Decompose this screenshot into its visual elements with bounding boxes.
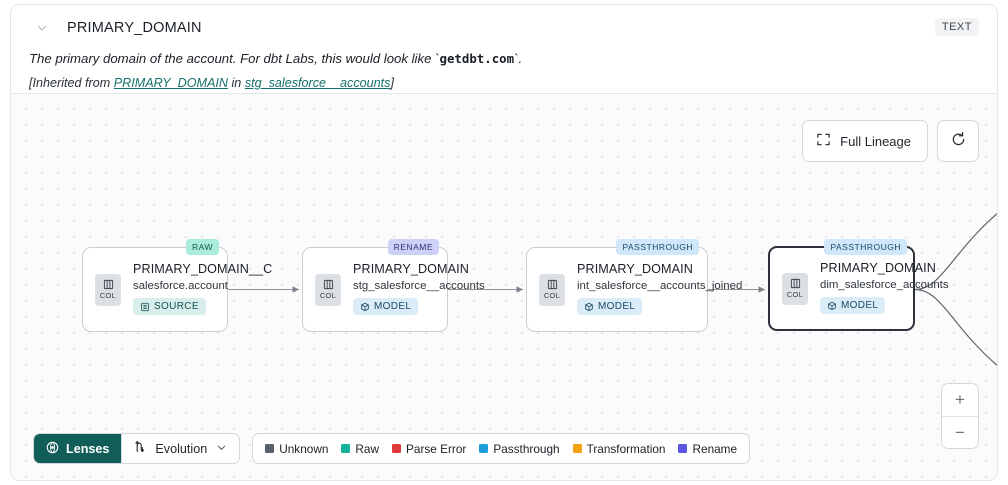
legend-label: Parse Error bbox=[406, 441, 467, 456]
full-lineage-label: Full Lineage bbox=[840, 133, 911, 149]
legend-label: Unknown bbox=[279, 441, 329, 456]
columns-icon bbox=[547, 279, 557, 290]
page-title: PRIMARY_DOMAIN bbox=[67, 20, 202, 36]
node-type-label: MODEL bbox=[374, 301, 412, 313]
legend-label: Raw bbox=[355, 441, 380, 456]
node-type-label: SOURCE bbox=[154, 301, 199, 313]
status-badge: TEXT bbox=[934, 18, 979, 36]
legend-label: Transformation bbox=[586, 441, 666, 456]
node-dataset: dim_salesforce_accounts bbox=[820, 279, 949, 292]
node-kind-badge: PASSTHROUGH bbox=[616, 239, 699, 255]
legend-swatch bbox=[678, 444, 688, 453]
lens-controls: Lenses Evolution bbox=[33, 433, 241, 464]
column-chip: COL bbox=[782, 272, 808, 305]
columns-icon bbox=[323, 279, 333, 290]
lineage-node-selected[interactable]: PASSTHROUGH COL PRIMARY_DOMAIN dim_sales… bbox=[768, 239, 949, 331]
legend-item: Parse Error bbox=[392, 442, 466, 456]
lenses-label: Lenses bbox=[66, 441, 110, 456]
inherited-prefix: [Inherited from bbox=[29, 75, 114, 90]
legend-swatch bbox=[479, 444, 489, 453]
column-chip: COL bbox=[95, 273, 121, 306]
divider bbox=[121, 434, 123, 463]
evolution-dropdown[interactable]: Evolution bbox=[122, 434, 239, 463]
model-cube-icon bbox=[828, 301, 836, 310]
legend-swatch bbox=[265, 444, 275, 453]
evolution-icon bbox=[134, 440, 148, 457]
node-dataset: salesforce.account bbox=[133, 280, 228, 293]
inherited-from-note: [Inherited from PRIMARY_DOMAIN in stg_sa… bbox=[29, 76, 979, 90]
legend-item: Rename bbox=[678, 442, 737, 456]
legend-item: Raw bbox=[341, 442, 379, 456]
column-description: The primary domain of the account. For d… bbox=[29, 50, 979, 68]
lineage-edges bbox=[227, 213, 997, 366]
legend: Unknown Raw Parse Error Passthrough Tran… bbox=[252, 433, 751, 464]
description-prefix: The primary domain of the account. For d… bbox=[29, 51, 440, 66]
column-chip-label: COL bbox=[99, 291, 117, 300]
legend-swatch bbox=[341, 444, 351, 453]
inherited-column-link[interactable]: PRIMARY_DOMAIN bbox=[113, 75, 228, 90]
node-name: PRIMARY_DOMAIN bbox=[820, 261, 936, 276]
node-type-tag: SOURCE bbox=[133, 298, 206, 316]
description-suffix: `. bbox=[514, 51, 523, 66]
node-name: PRIMARY_DOMAIN bbox=[353, 262, 469, 277]
expand-corners-icon bbox=[816, 132, 831, 150]
inherited-mid: in bbox=[228, 75, 245, 90]
legend-item: Unknown bbox=[265, 442, 328, 456]
column-lineage-panel: PRIMARY_DOMAIN TEXT The primary domain o… bbox=[10, 4, 998, 481]
node-name: PRIMARY_DOMAIN bbox=[577, 262, 693, 277]
model-cube-icon bbox=[361, 302, 369, 311]
full-lineage-button[interactable]: Full Lineage bbox=[802, 120, 928, 162]
node-type-tag: MODEL bbox=[577, 298, 643, 316]
columns-icon bbox=[790, 278, 800, 289]
node-type-label: MODEL bbox=[598, 301, 636, 313]
legend-item: Transformation bbox=[572, 441, 666, 456]
column-chip: COL bbox=[539, 273, 565, 306]
canvas-top-controls: Full Lineage bbox=[802, 120, 979, 162]
column-chip-label: COL bbox=[319, 291, 337, 300]
column-header: PRIMARY_DOMAIN TEXT The primary domain o… bbox=[11, 5, 997, 93]
model-cube-icon bbox=[585, 302, 593, 311]
lineage-node[interactable]: PASSTHROUGH COL PRIMARY_DOMAIN int_sales… bbox=[526, 239, 742, 332]
chevron-down-icon bbox=[216, 442, 227, 456]
lineage-canvas[interactable]: RAW COL PRIMARY_DOMAIN__C salesforce.acc… bbox=[11, 93, 997, 480]
node-body: PRIMARY_DOMAIN dim_salesforce_accounts M… bbox=[820, 261, 959, 316]
zoom-in-button[interactable]: + bbox=[955, 390, 965, 409]
node-body: PRIMARY_DOMAIN int_salesforce__accounts_… bbox=[577, 262, 752, 317]
chevron-down-icon[interactable] bbox=[35, 21, 49, 35]
description-code: getdbt.com bbox=[439, 51, 515, 66]
node-type-label: MODEL bbox=[841, 300, 879, 312]
node-dataset: stg_salesforce__accounts bbox=[353, 280, 485, 293]
lineage-node[interactable]: RENAME COL PRIMARY_DOMAIN stg_salesforce… bbox=[302, 239, 485, 332]
source-icon bbox=[141, 302, 149, 311]
node-body: PRIMARY_DOMAIN__C salesforce.account SOU… bbox=[133, 262, 282, 317]
legend-item: Passthrough bbox=[479, 441, 560, 456]
node-name: PRIMARY_DOMAIN__C bbox=[133, 262, 273, 277]
lenses-button[interactable]: Lenses bbox=[34, 434, 122, 463]
column-chip-label: COL bbox=[543, 291, 561, 300]
node-kind-badge: PASSTHROUGH bbox=[824, 239, 907, 255]
node-kind-badge: RENAME bbox=[387, 239, 439, 255]
inherited-model-link[interactable]: stg_salesforce__accounts bbox=[244, 75, 391, 90]
canvas-bottom-bar: Lenses Evolution Unknown Raw Parse Error bbox=[33, 433, 751, 464]
legend-label: Rename bbox=[692, 441, 738, 456]
zoom-out-button[interactable]: − bbox=[942, 416, 978, 448]
legend-swatch bbox=[392, 444, 402, 453]
node-kind-badge: RAW bbox=[185, 239, 219, 255]
column-chip: COL bbox=[315, 273, 341, 306]
inherited-suffix: ] bbox=[390, 75, 394, 90]
refresh-icon bbox=[950, 131, 967, 151]
refresh-button[interactable] bbox=[937, 120, 979, 162]
legend-swatch bbox=[572, 444, 582, 453]
legend-label: Passthrough bbox=[493, 441, 560, 456]
node-type-tag: MODEL bbox=[353, 298, 419, 316]
evolution-label: Evolution bbox=[155, 441, 208, 456]
columns-icon bbox=[103, 279, 113, 290]
node-dataset: int_salesforce__accounts_joined bbox=[577, 280, 743, 293]
node-type-tag: MODEL bbox=[820, 297, 886, 315]
lineage-node[interactable]: RAW COL PRIMARY_DOMAIN__C salesforce.acc… bbox=[82, 239, 272, 332]
zoom-controls: + − bbox=[941, 383, 979, 449]
node-body: PRIMARY_DOMAIN stg_salesforce__accounts … bbox=[353, 262, 495, 317]
lens-icon bbox=[46, 441, 59, 457]
column-chip-label: COL bbox=[786, 290, 804, 299]
